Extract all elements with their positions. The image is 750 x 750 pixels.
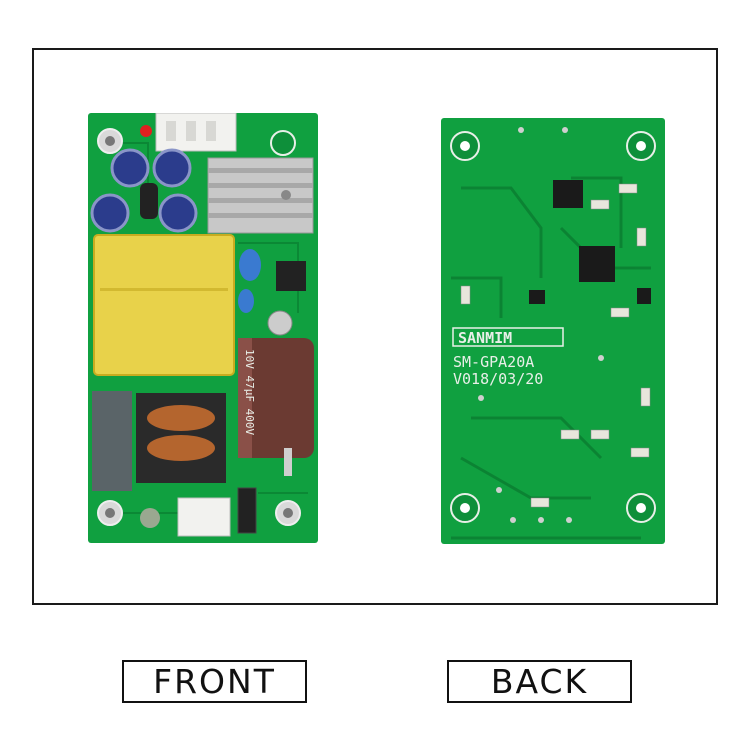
- model-number: SM-GPA20A: [453, 353, 534, 371]
- fuse: [237, 487, 257, 534]
- pcb-traces: [451, 176, 651, 540]
- optocoupler-chip: [276, 261, 306, 291]
- mounting-holes: [450, 131, 656, 523]
- mounting-holes: [97, 128, 301, 526]
- large-electrolytic-capacitor: 10V 47μF 400V: [238, 338, 314, 476]
- brand-box: [452, 327, 564, 347]
- back-label: BACK: [447, 660, 632, 703]
- back-pcb-board: SANMIM SM-GPA20A V018/03/20: [441, 118, 665, 544]
- thermistor: [140, 508, 160, 528]
- front-pcb-board: 10V 47μF 400V: [88, 113, 318, 543]
- front-label: FRONT: [122, 660, 307, 703]
- heatsink: [207, 157, 314, 234]
- common-mode-choke: [92, 391, 226, 491]
- blue-y-capacitor: [239, 249, 261, 281]
- bottom-connector: [177, 497, 231, 537]
- smd-chips: [529, 180, 651, 304]
- small-capacitors: [90, 148, 198, 233]
- solder-pads: [478, 127, 604, 523]
- red-led: [140, 125, 152, 137]
- brand-name: SANMIM: [458, 329, 512, 347]
- version-date: V018/03/20: [453, 370, 543, 388]
- yellow-transformer: [93, 234, 235, 376]
- capacitor-marking: 10V 47μF 400V: [243, 349, 256, 435]
- smd-passives: [460, 183, 651, 508]
